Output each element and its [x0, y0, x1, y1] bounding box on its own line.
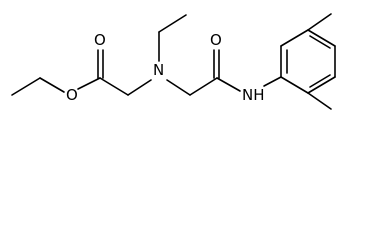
bond-ethyl-ch2-o — [39, 77, 65, 93]
bond-n-ethyl-ch3 — [158, 14, 187, 33]
atom-amide-nh: NH — [242, 86, 265, 104]
bond-methyl-bottom — [307, 92, 332, 110]
ring-bond-6 — [280, 76, 309, 94]
atom-ester-carbonyl-o: O — [94, 31, 106, 49]
bond-ch2-amide-c — [189, 77, 218, 96]
ring-inner-double-3 — [309, 74, 331, 88]
bond-amide-c-nh — [216, 77, 241, 92]
atom-amine-n: N — [153, 61, 164, 79]
bond-ethyl-ch3 — [11, 77, 41, 96]
atom-labels: O O N O NH — [66, 31, 265, 104]
bond-n-ch2 — [166, 79, 191, 96]
bonds — [11, 13, 336, 110]
ring-bond-2 — [280, 29, 309, 47]
bond-carbonyl-ch2 — [99, 77, 129, 96]
ring-inner-double-2 — [309, 35, 331, 49]
bond-nh-ring — [263, 76, 282, 87]
chemical-structure: O O N O NH — [11, 13, 336, 110]
ring-bond-5 — [307, 76, 336, 94]
atom-amide-carbonyl-o: O — [210, 31, 222, 49]
bond-methyl-top — [307, 13, 332, 31]
atom-ester-ether-o: O — [66, 86, 78, 104]
bond-ch2-n — [127, 79, 152, 96]
ring-bond-3 — [307, 29, 336, 47]
bond-o-carbonyl-c — [77, 77, 101, 90]
